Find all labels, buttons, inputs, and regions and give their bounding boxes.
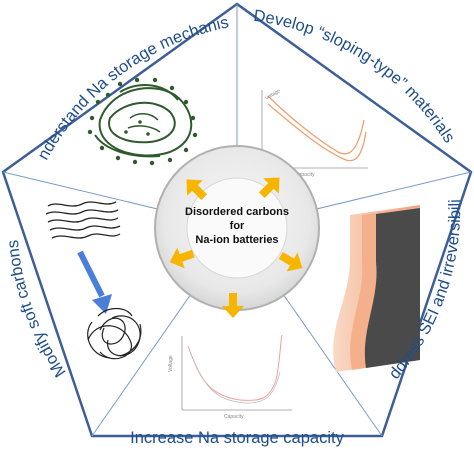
sei-illustration (333, 205, 420, 372)
soft-carbon-layers (45, 201, 121, 239)
capacity-plot-ylabel: Voltage (168, 355, 174, 372)
center-title-line3: Na-ion batteries (195, 234, 278, 246)
yellow-arrow-icon (186, 179, 208, 201)
sloping-curve-discharge (267, 103, 367, 162)
blue-down-arrow-icon (77, 250, 112, 314)
yellow-arrow-icon (258, 177, 280, 199)
center-title-line2: for (230, 220, 245, 232)
yellow-arrows (169, 177, 303, 318)
tangled-carbon (87, 307, 142, 360)
yellow-arrow-icon (169, 247, 195, 269)
capacity-plot: Voltage Capacity (168, 334, 292, 420)
yellow-arrow-icon (278, 252, 303, 272)
capacity-curve-2 (189, 351, 281, 404)
sloping-plot-xlabel: Capacity (295, 172, 315, 178)
yellow-arrow-icon (222, 293, 244, 318)
center-title-line1: Disordered carbons (185, 206, 289, 218)
mechanism-dots (87, 77, 198, 166)
sloping-curve-charge (267, 95, 365, 155)
label-storage-capacity: Increase Na storage capacity (130, 429, 344, 447)
capacity-plot-xlabel: Capacity (224, 414, 244, 420)
storage-mechanism-illustration (94, 84, 193, 158)
